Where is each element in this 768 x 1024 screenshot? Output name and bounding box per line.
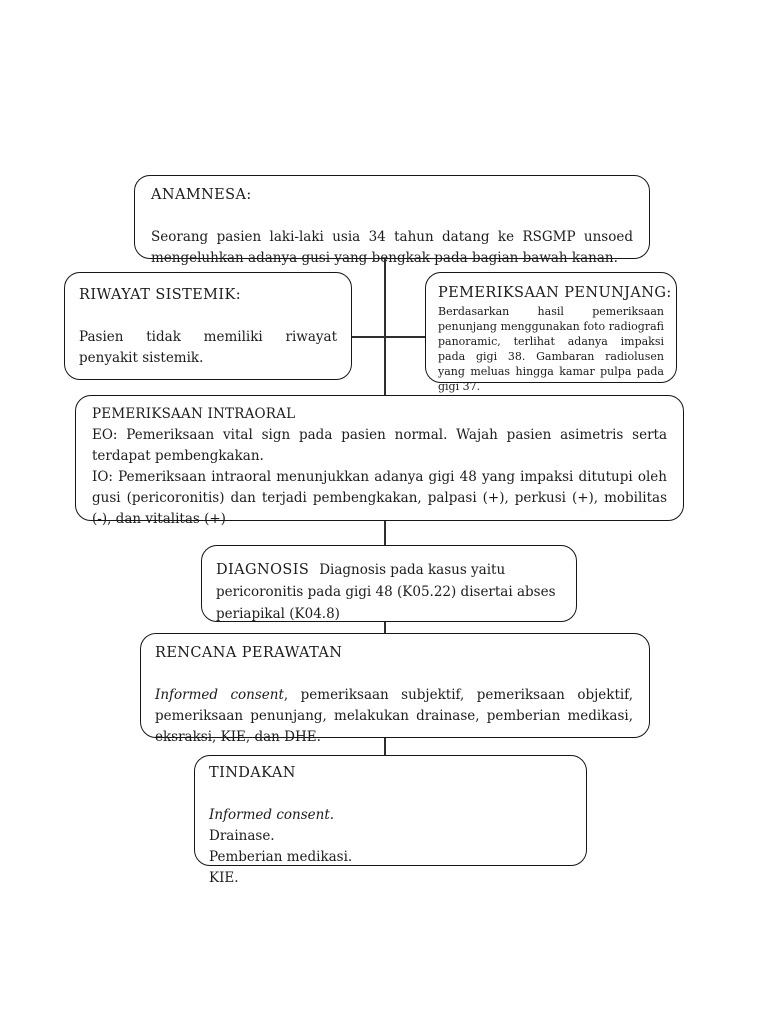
tindakan-item-kie: KIE.: [209, 870, 239, 886]
tindakan-title: TINDAKAN: [209, 765, 296, 781]
rencana-body: Informed consent, pemeriksaan subjektif,…: [155, 685, 633, 748]
tindakan-item-informed-consent: Informed consent.: [209, 807, 335, 823]
connector-riwayat-penunjang: [352, 336, 425, 338]
intraoral-body-io: IO: Pemeriksaan intraoral menunjukkan ad…: [92, 469, 667, 527]
flowchart-box-anamnesa: ANAMNESA: Seorang pasien laki-laki usia …: [134, 175, 650, 266]
connector-anamnesa-intraoral: [384, 259, 386, 395]
rencana-body-italic: Informed consent: [155, 687, 284, 703]
connector-rencana-tindakan: [384, 738, 386, 755]
riwayat-body: Pasien tidak memiliki riwayat penyakit s…: [79, 329, 337, 366]
connector-diagnosis-rencana: [384, 622, 386, 633]
rencana-body-rest: , pemeriksaan subjektif, pemeriksaan obj…: [155, 687, 633, 745]
tindakan-item-drainase: Drainase.: [209, 828, 275, 844]
penunjang-title: PEMERIKSAAN PENUNJANG:: [438, 285, 672, 301]
flowchart-box-riwayat-sistemik: RIWAYAT SISTEMIK: Pasien tidak memiliki …: [64, 272, 352, 380]
flowchart-box-tindakan: TINDAKAN Informed consent. Drainase. Pem…: [194, 755, 587, 886]
penunjang-body: Berdasarkan hasil pemeriksaan penunjang …: [438, 305, 664, 393]
tindakan-item-pemberian-medikasi: Pemberian medikasi.: [209, 849, 353, 865]
intraoral-title: PEMERIKSAAN INTRAORAL: [92, 406, 296, 422]
flowchart-box-pemeriksaan-penunjang: PEMERIKSAAN PENUNJANG: Berdasarkan hasil…: [425, 272, 677, 393]
intraoral-body-eo: EO: Pemeriksaan vital sign pada pasien n…: [92, 427, 667, 464]
anamnesa-title: ANAMNESA:: [151, 187, 252, 203]
anamnesa-body: Seorang pasien laki-laki usia 34 tahun d…: [151, 229, 633, 266]
flowchart-box-rencana-perawatan: RENCANA PERAWATAN Informed consent, peme…: [140, 633, 650, 745]
flowchart-box-pemeriksaan-intraoral: PEMERIKSAAN INTRAORAL EO: Pemeriksaan vi…: [75, 395, 684, 527]
connector-intraoral-diagnosis: [384, 521, 386, 545]
riwayat-title: RIWAYAT SISTEMIK:: [79, 287, 242, 303]
diagnosis-title: DIAGNOSIS: [216, 562, 310, 578]
rencana-title: RENCANA PERAWATAN: [155, 645, 343, 661]
diagnosis-body: Diagnosis pada kasus yaitu pericoronitis…: [216, 562, 556, 622]
